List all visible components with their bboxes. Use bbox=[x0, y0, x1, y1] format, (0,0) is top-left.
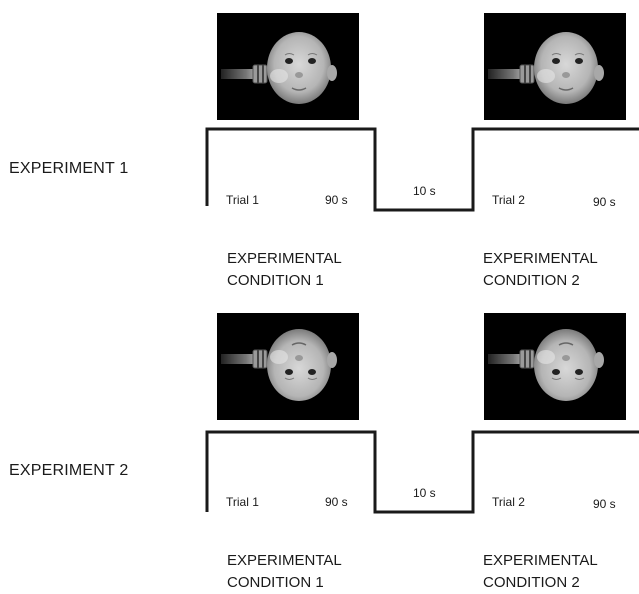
experimental-condition-2-e2: EXPERIMENTAL CONDITION 2 bbox=[483, 550, 598, 594]
condition-line-2: CONDITION 1 bbox=[227, 574, 324, 591]
condition-line-1: EXPERIMENTAL bbox=[483, 552, 598, 569]
gap-duration: 10 s bbox=[413, 184, 436, 198]
experiment-1-label: EXPERIMENT 1 bbox=[9, 160, 129, 177]
trial-2-duration: 90 s bbox=[593, 497, 616, 511]
condition-line-2: CONDITION 2 bbox=[483, 272, 580, 289]
condition-line-1: EXPERIMENTAL bbox=[227, 250, 342, 267]
photo-infant-face-upright-2 bbox=[484, 13, 626, 120]
trial-1-duration: 90 s bbox=[325, 193, 348, 207]
trial-1-duration: 90 s bbox=[325, 495, 348, 509]
trial-2-label: Trial 2 bbox=[492, 495, 525, 509]
trial-1-label: Trial 1 bbox=[226, 193, 259, 207]
trial-1-label: Trial 1 bbox=[226, 495, 259, 509]
infant-face-upright-icon bbox=[217, 13, 359, 120]
condition-line-1: EXPERIMENTAL bbox=[483, 250, 598, 267]
infant-face-upright-icon bbox=[484, 13, 626, 120]
trial-2-label: Trial 2 bbox=[492, 193, 525, 207]
experiment-2-label: EXPERIMENT 2 bbox=[9, 462, 129, 479]
experimental-condition-1-e1: EXPERIMENTAL CONDITION 1 bbox=[227, 248, 342, 292]
photo-infant-face-upright-1 bbox=[217, 13, 359, 120]
condition-line-2: CONDITION 2 bbox=[483, 574, 580, 591]
trial-2-duration: 90 s bbox=[593, 195, 616, 209]
timeline-line bbox=[205, 127, 639, 212]
condition-line-2: CONDITION 1 bbox=[227, 272, 324, 289]
gap-duration: 10 s bbox=[413, 486, 436, 500]
experimental-condition-1-e2: EXPERIMENTAL CONDITION 1 bbox=[227, 550, 342, 594]
timeline-line bbox=[205, 430, 639, 514]
photo-infant-face-inverted-1 bbox=[217, 313, 359, 420]
infant-face-inverted-icon bbox=[217, 313, 359, 420]
infant-face-inverted-icon bbox=[484, 313, 626, 420]
condition-line-1: EXPERIMENTAL bbox=[227, 552, 342, 569]
experimental-condition-2-e1: EXPERIMENTAL CONDITION 2 bbox=[483, 248, 598, 292]
photo-infant-face-inverted-2 bbox=[484, 313, 626, 420]
